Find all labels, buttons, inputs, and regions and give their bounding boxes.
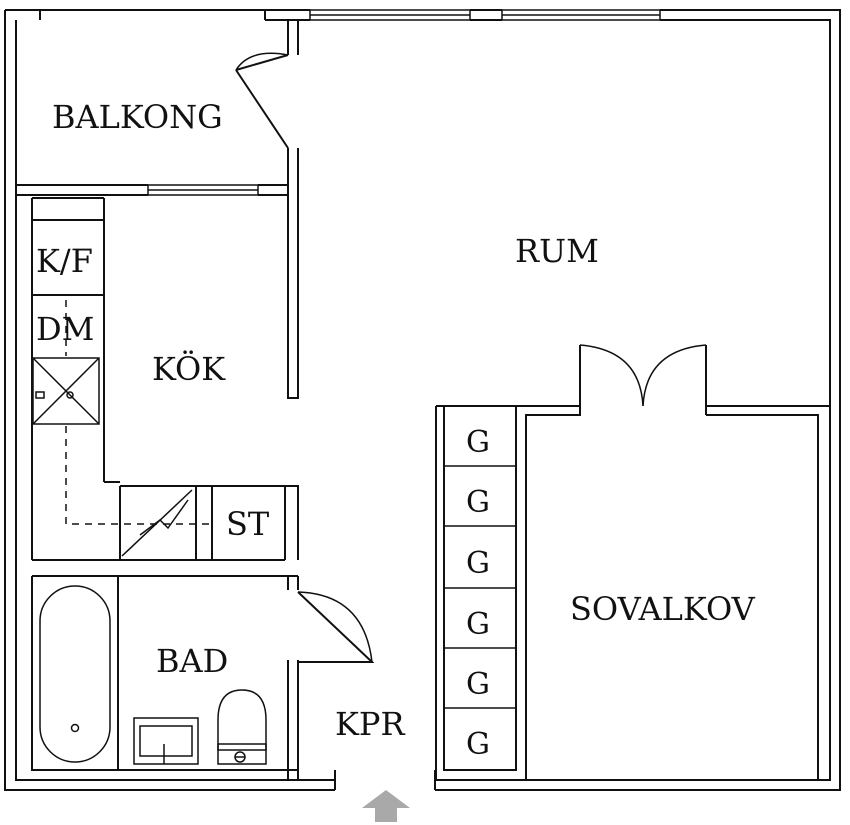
wardrobe-column — [435, 405, 517, 780]
label-kf: K/F — [36, 242, 93, 280]
sink — [133, 717, 199, 765]
label-bad: BAD — [156, 642, 228, 680]
closet-label: G — [466, 485, 490, 520]
window-top-right — [501, 9, 661, 21]
label-rum: RUM — [515, 232, 599, 270]
closet-label: G — [466, 546, 490, 581]
closet-label: G — [466, 727, 490, 762]
label-balkong: BALKONG — [52, 98, 223, 136]
cabinet-diagonal — [121, 489, 193, 557]
label-kpr: KPR — [335, 705, 405, 743]
toilet — [217, 689, 267, 765]
label-dm: DM — [36, 310, 94, 348]
label-st: ST — [226, 505, 270, 543]
worktop-dashed-line — [65, 300, 210, 525]
outer-walls — [4, 9, 841, 791]
bathtub — [39, 585, 111, 763]
stove — [32, 357, 100, 425]
closet-labels: G G G G G G — [466, 425, 490, 762]
balkong-room — [16, 20, 299, 196]
label-sovalkov: SOVALKOV — [570, 590, 756, 628]
closet-label: G — [466, 425, 490, 460]
bad-room — [31, 575, 375, 780]
closet-label: G — [466, 667, 490, 702]
label-kok: KÖK — [152, 350, 226, 388]
entrance-walls — [334, 770, 436, 790]
closet-label: G — [466, 607, 490, 642]
entry-arrow — [362, 790, 410, 822]
kitchen-walls — [31, 195, 299, 561]
window-top-left — [309, 9, 471, 21]
sovalkov-walls — [515, 344, 830, 780]
